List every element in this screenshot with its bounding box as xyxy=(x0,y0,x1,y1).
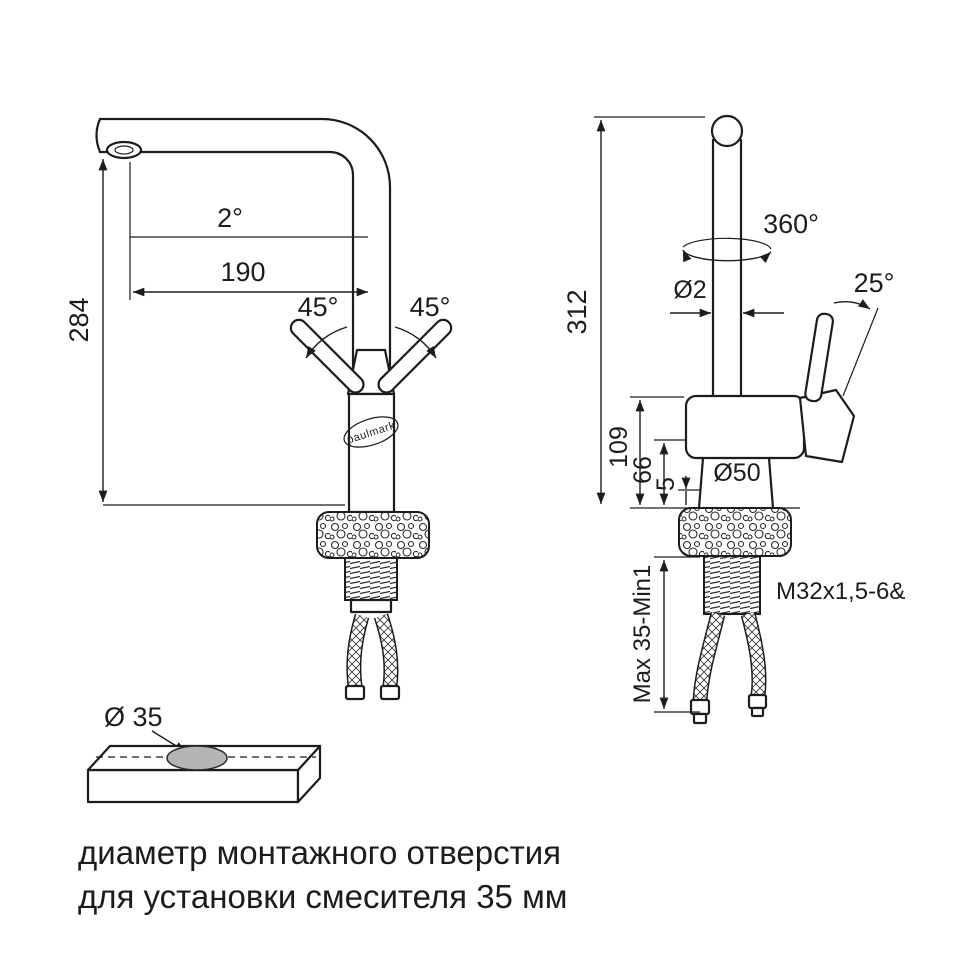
arc-handle-right xyxy=(394,326,437,359)
shank-collar xyxy=(349,598,393,614)
dim-handle-angle-label: 25° xyxy=(854,268,895,298)
faucet-front-view xyxy=(630,114,856,725)
threaded-shank xyxy=(344,557,398,601)
dim-rotation-label: 360° xyxy=(763,209,819,239)
dim-handle-left-label: 45° xyxy=(298,292,339,322)
side-view-dimensions: 284 2° 190 45° 45° xyxy=(64,159,451,506)
rotation-arrow xyxy=(682,249,772,263)
handle-swing-arrow xyxy=(833,299,871,310)
dim-body-height-label: 109 xyxy=(605,426,633,468)
aerator xyxy=(105,140,143,160)
dim-handle-right-label: 45° xyxy=(410,292,451,322)
dim-base-height-label: 66 xyxy=(629,456,657,484)
mounting-gasket xyxy=(316,511,430,559)
spout-outer-contour xyxy=(98,117,392,374)
mounting-range-label: Max 35-Min1 xyxy=(629,565,656,704)
handle-lever-right xyxy=(377,318,453,394)
spout-inner-contour xyxy=(98,150,355,374)
mounting-hole-detail: Ø 35 xyxy=(86,702,322,804)
brand-badge xyxy=(343,416,399,448)
mounting-hole xyxy=(166,745,228,771)
dim-total-height-label: 312 xyxy=(562,289,592,334)
countertop-front-face xyxy=(86,768,300,804)
dim-reach-label: 190 xyxy=(220,257,265,287)
riser-cap xyxy=(710,114,744,148)
front-view-dimensions: 312 109 66 5 Ø50 360° Ø2 25° M32x1,5-6& … xyxy=(562,116,905,713)
hole-diameter-label: Ø 35 xyxy=(104,702,163,732)
front-body xyxy=(684,394,806,460)
supply-hoses xyxy=(344,613,401,701)
faucet-side-view: paulmark xyxy=(95,117,453,701)
thread-spec-label: M32x1,5-6& xyxy=(776,578,905,605)
front-supply-hoses xyxy=(689,612,768,725)
front-handle-lever xyxy=(804,312,834,403)
dim-height-label: 284 xyxy=(64,297,94,342)
front-threaded-shank xyxy=(703,555,761,615)
arc-handle-left xyxy=(305,326,348,359)
caption: диаметр монтажного отверстия для установ… xyxy=(78,834,567,915)
handle-base xyxy=(798,388,856,464)
dim-pipe-diameter-label: Ø2 xyxy=(673,276,706,304)
caption-line-2: для установки смесителя 35 мм xyxy=(78,878,567,915)
faucet-body xyxy=(347,392,396,514)
dim-gasket-height-label: 5 xyxy=(652,477,680,491)
front-mounting-gasket xyxy=(678,507,792,557)
caption-line-1: диаметр монтажного отверстия xyxy=(78,834,561,871)
aerator-inner xyxy=(114,145,134,155)
dim-base-diameter-label: Ø50 xyxy=(713,459,760,487)
dim-spout-angle-label: 2° xyxy=(217,203,243,233)
spout-tip xyxy=(95,117,102,154)
